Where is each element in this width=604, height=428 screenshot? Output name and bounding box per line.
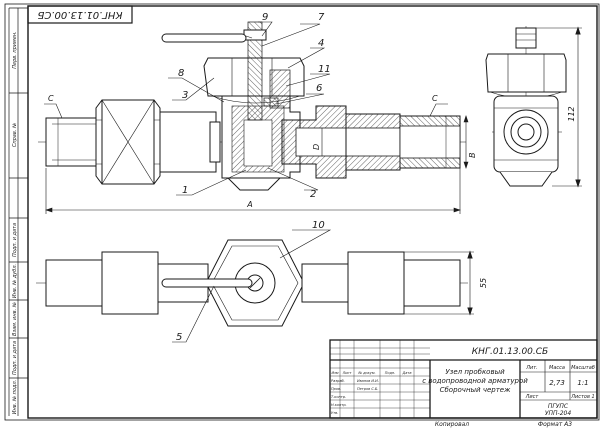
callout-8: 8 [178, 68, 184, 79]
callout-4: 4 [318, 38, 324, 49]
tb-person-2: Петров С.Б. [357, 387, 378, 391]
tb-name-4: Н.контр. [331, 403, 347, 407]
top-stamp-code: КНГ.01.13.00.СБ [37, 9, 122, 20]
callout-6: 6 [316, 83, 322, 94]
tb-title-3: Сборочный чертеж [440, 386, 511, 394]
side-strip [8, 7, 28, 416]
callout-leaders [168, 21, 332, 343]
callout-1: 1 [182, 185, 188, 196]
tb-name-3: Т.контр. [331, 395, 346, 399]
tb-title-1: Узел пробковый [445, 368, 505, 376]
dim-C-right: С [432, 94, 438, 103]
tb-org2: УПП-204 [545, 410, 571, 417]
tb-name-5: Утв. [331, 411, 338, 415]
side-label-4: Инв. № дубл. [12, 264, 18, 298]
side-label-2: Справ. № [12, 123, 18, 147]
tb-row-izm: Изм [331, 371, 338, 375]
tb-col-scale: Масштаб [571, 365, 595, 371]
side-label-6: Подп. и дата [12, 341, 18, 375]
callout-11: 11 [318, 64, 331, 75]
side-label-7: Инв. № подл. [12, 380, 18, 415]
tb-col-lit: Лит. [525, 365, 538, 371]
top-stamp: КНГ.01.13.00.СБ [27, 5, 133, 24]
front-view [38, 21, 466, 191]
tb-name-2: Пров. [331, 387, 341, 391]
callout-5: 5 [176, 332, 182, 343]
tb-row-date: Дата [401, 371, 411, 375]
dim-A: А [246, 200, 252, 209]
tb-row-doc: № докум. [357, 371, 375, 375]
tb-sheet: Лист [525, 394, 540, 400]
tb-mass: 2,73 [549, 379, 565, 387]
bottom-copy: Копировал [435, 421, 469, 428]
drawing-frame [4, 3, 600, 421]
dim-B: В [468, 153, 477, 159]
dim-112: 112 [567, 106, 576, 121]
title-block-text: КНГ.01.13.00.СБ Узел пробковый с водопро… [331, 347, 595, 417]
tb-person-1: Иванов И.И. [357, 379, 379, 383]
side-label-3: Подп. и дата [12, 223, 18, 257]
side-view [485, 26, 582, 188]
tb-code: КНГ.01.13.00.СБ [472, 347, 548, 357]
tb-row-list: Лист [342, 371, 353, 375]
tb-col-mass: Масса [549, 365, 565, 371]
title-block [329, 339, 598, 419]
callout-2: 2 [310, 189, 316, 200]
tb-name-1: Разраб. [331, 379, 345, 383]
dim-55: 55 [479, 278, 488, 288]
side-strip-labels: Перв. примен. Справ. № Подп. и дата Инв.… [12, 31, 18, 414]
side-label-5: Взам. инв. № [12, 302, 18, 336]
tb-title-2: с водопроводной арматурой [422, 377, 528, 385]
callout-10: 10 [312, 220, 325, 231]
callout-3: 3 [182, 90, 188, 101]
dim-C-left: С [48, 94, 54, 103]
callout-9: 9 [262, 12, 268, 23]
side-label-1: Перв. примен. [12, 31, 18, 69]
front-view-dimensions [44, 103, 469, 214]
tb-row-sign: Подп. [385, 371, 396, 375]
top-view [36, 239, 474, 327]
tb-scale: 1:1 [577, 379, 588, 387]
front-view-dim-labels: А С С В D [48, 94, 477, 209]
tb-sheets: Листов 1 [570, 394, 594, 400]
callout-7: 7 [318, 12, 325, 23]
dim-D: D [312, 144, 321, 150]
callout-labels: 9 7 4 11 6 8 3 1 2 10 5 [176, 12, 331, 343]
bottom-format: Формат А3 [538, 421, 572, 428]
tb-org1: ПГУПС [548, 403, 569, 410]
